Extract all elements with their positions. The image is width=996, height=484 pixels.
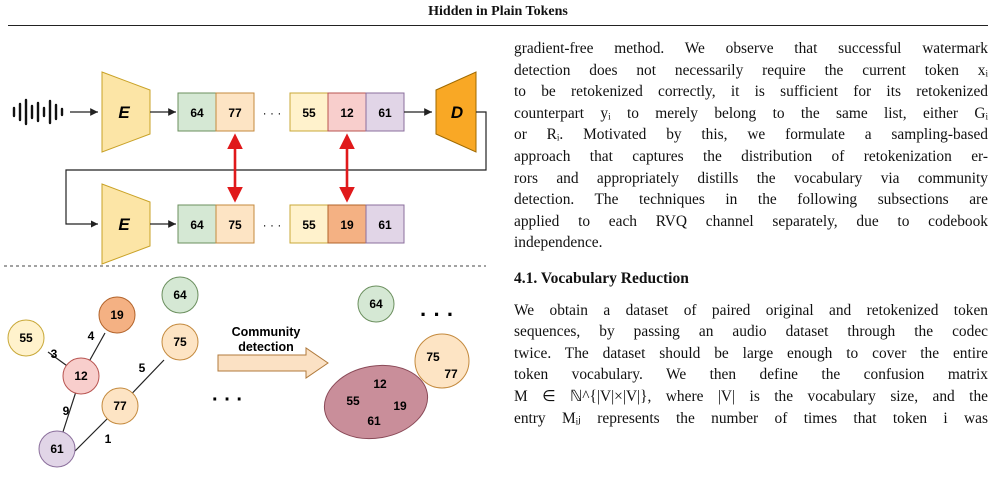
- body-line: approach that captures the distribution …: [514, 147, 988, 165]
- body-line: sequences, by passing an audio dataset t…: [514, 323, 988, 341]
- graph-more-dots: · · ·: [212, 389, 243, 411]
- graph-node-77: [101, 387, 139, 425]
- svg-text:55: 55: [346, 394, 360, 408]
- cluster-more-dots: · · ·: [420, 302, 454, 327]
- svg-text:55: 55: [19, 331, 33, 345]
- cluster-12-55-19-61: [323, 364, 429, 440]
- svg-text:64: 64: [369, 297, 383, 311]
- edge-weight-5: 1: [105, 432, 112, 446]
- edge-weight-2: 3: [51, 347, 58, 361]
- svg-text:61: 61: [378, 106, 392, 120]
- community-label-line2: detection: [238, 340, 294, 354]
- body-line: gradient-free method. We observe that su…: [514, 40, 988, 57]
- cluster-75-77: [414, 333, 470, 389]
- svg-text:77: 77: [228, 106, 242, 120]
- svg-text:77: 77: [113, 399, 127, 413]
- token-top-3: [289, 92, 329, 132]
- encoder-top: E: [101, 71, 151, 153]
- community-label-line1: Community: [232, 325, 301, 339]
- svg-text:12: 12: [373, 377, 387, 391]
- body-line: to be retokenized correctly, it is suffi…: [514, 83, 988, 101]
- svg-text:19: 19: [393, 399, 407, 413]
- svg-text:19: 19: [340, 218, 354, 232]
- svg-text:12: 12: [340, 106, 354, 120]
- edge-weight-3: 9: [63, 404, 70, 418]
- token-bottom-4: [327, 204, 367, 244]
- graph-node-55: [7, 319, 45, 357]
- community-detection-arrow: [217, 347, 329, 379]
- section-heading: 4.1. Vocabulary Reduction: [514, 269, 689, 287]
- svg-text:75: 75: [173, 335, 187, 349]
- svg-text:D: D: [451, 103, 463, 122]
- body-line: counterpart yᵢ to merely belong to the s…: [514, 104, 988, 122]
- body-line: token vocabulary. We then define the con…: [514, 366, 988, 384]
- token-bottom-3: [289, 204, 329, 244]
- graph-node-61: [38, 430, 76, 468]
- token-top-2: [215, 92, 255, 132]
- graph-node-64: [161, 276, 199, 314]
- svg-text:64: 64: [173, 288, 187, 302]
- body-line: twice. The dataset should be large enoug…: [514, 344, 988, 362]
- ellipsis-bottom: · · ·: [263, 218, 282, 232]
- svg-text:55: 55: [302, 106, 316, 120]
- body-line: independence.: [514, 234, 603, 252]
- body-line: M ∈ ℕ^{|V|×|V|}, where |V| is the vocabu…: [514, 387, 988, 405]
- body-line: We obtain a dataset of paired original a…: [514, 301, 988, 319]
- body-line: detection. The techniques in the followi…: [514, 191, 988, 209]
- svg-text:61: 61: [50, 442, 64, 456]
- svg-text:77: 77: [444, 367, 458, 381]
- svg-text:61: 61: [367, 414, 381, 428]
- svg-text:64: 64: [190, 218, 204, 232]
- running-header: Hidden in Plain Tokens: [428, 4, 568, 19]
- body-line: applied to each RVQ channel separately, …: [514, 212, 988, 230]
- token-bottom-1: [177, 204, 217, 244]
- graph-node-75: [161, 323, 199, 361]
- ellipsis-top: · · ·: [263, 106, 282, 120]
- body-text-column: gradient-free method. We observe that su…: [514, 38, 988, 429]
- figure-diagram: E 64 77 · · · 55 12 61 D E 64 75 · · · 5…: [4, 71, 487, 468]
- graph-node-12: [62, 357, 100, 395]
- header-rule: [8, 25, 988, 26]
- audio-waveform-icon: [12, 98, 64, 126]
- decoder: D: [435, 71, 477, 153]
- svg-text:75: 75: [228, 218, 242, 232]
- token-top-5: [365, 92, 405, 132]
- graph-node-19: [98, 296, 136, 334]
- edge-weight-4: 5: [139, 361, 146, 375]
- body-line: or Rᵢ. Motivated by this, we formulate a…: [514, 126, 988, 144]
- svg-text:E: E: [118, 215, 130, 234]
- svg-text:E: E: [118, 103, 130, 122]
- token-bottom-2: [215, 204, 255, 244]
- body-line: entry Mᵢⱼ represents the number of times…: [514, 409, 988, 427]
- token-bottom-5: [365, 204, 405, 244]
- svg-text:75: 75: [426, 350, 440, 364]
- svg-text:19: 19: [110, 308, 124, 322]
- body-line: rors and appropriately distills the voca…: [514, 169, 988, 187]
- encoder-bottom: E: [101, 183, 151, 265]
- svg-text:61: 61: [378, 218, 392, 232]
- body-line: detection does not necessarily require t…: [514, 61, 988, 79]
- edge-weight-1: 4: [88, 329, 95, 343]
- svg-text:12: 12: [74, 369, 88, 383]
- cluster-64: [357, 285, 395, 323]
- token-top-1: [177, 92, 217, 132]
- svg-text:55: 55: [302, 218, 316, 232]
- svg-text:64: 64: [190, 106, 204, 120]
